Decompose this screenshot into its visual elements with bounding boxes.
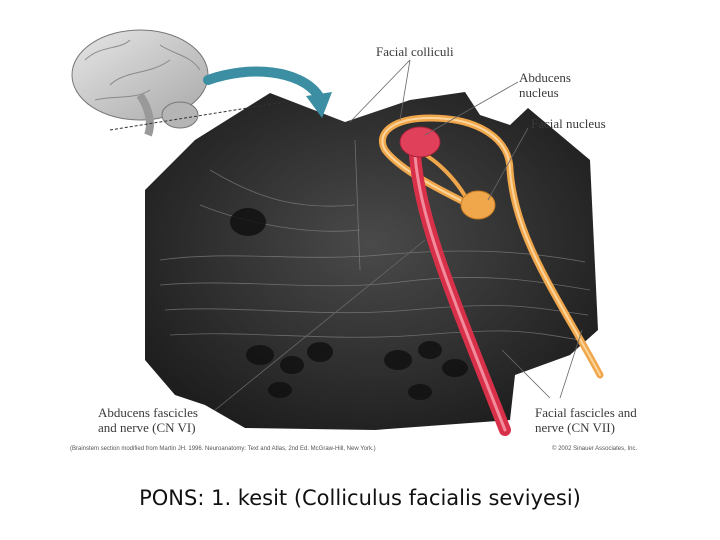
pons-section [145, 92, 598, 430]
dark-bundles [230, 208, 468, 400]
label-facial-fascicles: Facial fascicles and nerve (CN VII) [535, 405, 637, 435]
abducens-nerve-path [409, 149, 511, 436]
label-facial-nucleus: Facial nucleus [531, 116, 606, 131]
slide-caption: PONS: 1. kesit (Colliculus facialis sevi… [139, 486, 581, 510]
label-abducens-fascicles: Abducens fascicles and nerve (CN VI) [98, 405, 198, 435]
leader-lines [214, 59, 583, 411]
pointer-arrow [203, 66, 332, 118]
abducens-nucleus-shape [399, 126, 441, 158]
source-credit: (Brainstem section modified from Martin … [70, 446, 376, 452]
label-facial-colliculi: Facial colliculi [376, 44, 454, 59]
facial-nucleus-shape [460, 190, 496, 220]
label-abducens-nucleus: Abducens nucleus [519, 70, 571, 100]
copyright-credit: © 2002 Sinauer Associates, Inc. [552, 446, 638, 452]
fiber-texture [159, 139, 591, 341]
brain-inset-image [71, 29, 286, 137]
